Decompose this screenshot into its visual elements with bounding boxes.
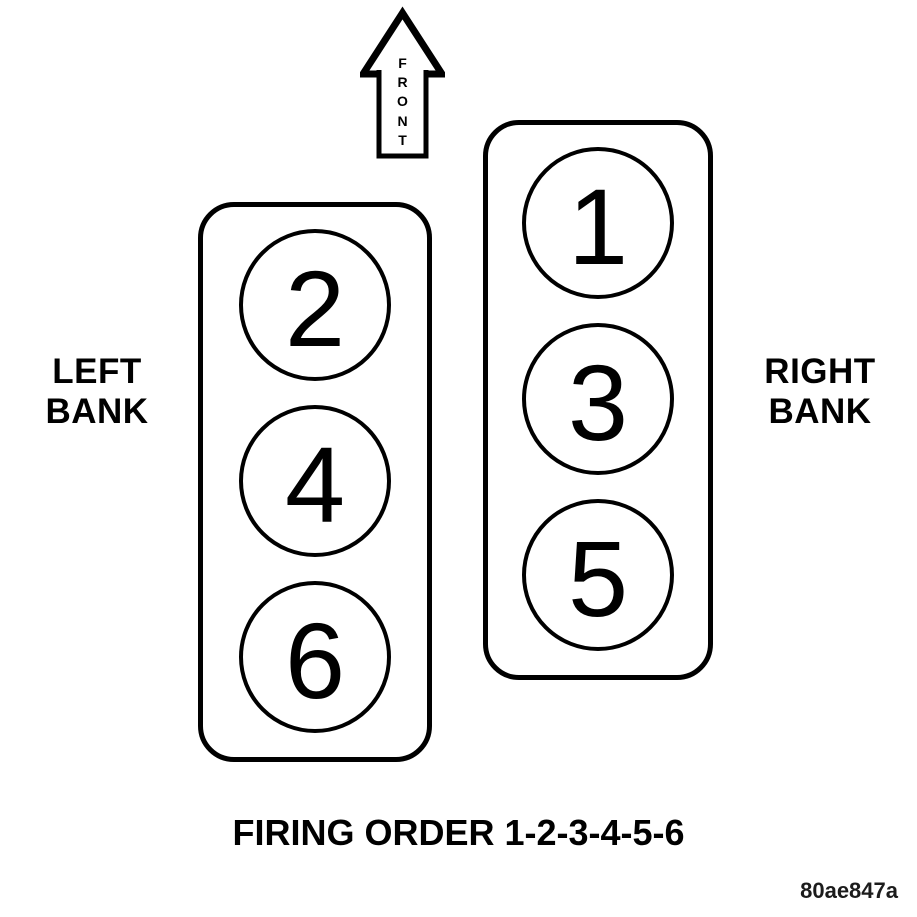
cylinder-number-5: 5: [567, 518, 629, 639]
cylinder-circle-3: 3: [522, 323, 674, 475]
left-bank-label-line1: LEFT: [52, 352, 142, 391]
cylinder-number-4: 4: [284, 424, 346, 545]
front-arrow-icon: [360, 6, 445, 159]
cylinder-number-6: 6: [284, 600, 346, 721]
front-arrow-shaft: [376, 70, 429, 159]
front-label: FRONT: [397, 55, 408, 148]
firing-order-caption: FIRING ORDER 1-2-3-4-5-6: [232, 812, 685, 853]
right-bank-label-line1: RIGHT: [764, 352, 876, 391]
figure-code: 80ae847a: [800, 878, 898, 903]
front-arrow: FRONT: [360, 4, 445, 160]
cylinder-number-3: 3: [567, 342, 629, 463]
right-bank-label-line2: BANK: [768, 392, 872, 431]
cylinder-circle-1: 1: [522, 147, 674, 299]
cylinder-circle-5: 5: [522, 499, 674, 651]
cylinder-circle-4: 4: [239, 405, 391, 557]
left-bank-label: LEFT BANK: [38, 352, 156, 432]
cylinder-number-1: 1: [567, 166, 629, 287]
cylinder-circle-6: 6: [239, 581, 391, 733]
left-bank-label-line2: BANK: [45, 392, 149, 431]
left-bank-box: 2 4 6: [198, 202, 432, 762]
cylinder-circle-2: 2: [239, 229, 391, 381]
right-bank-box: 1 3 5: [483, 120, 713, 680]
right-bank-label: RIGHT BANK: [755, 352, 885, 432]
cylinder-number-2: 2: [284, 248, 346, 369]
